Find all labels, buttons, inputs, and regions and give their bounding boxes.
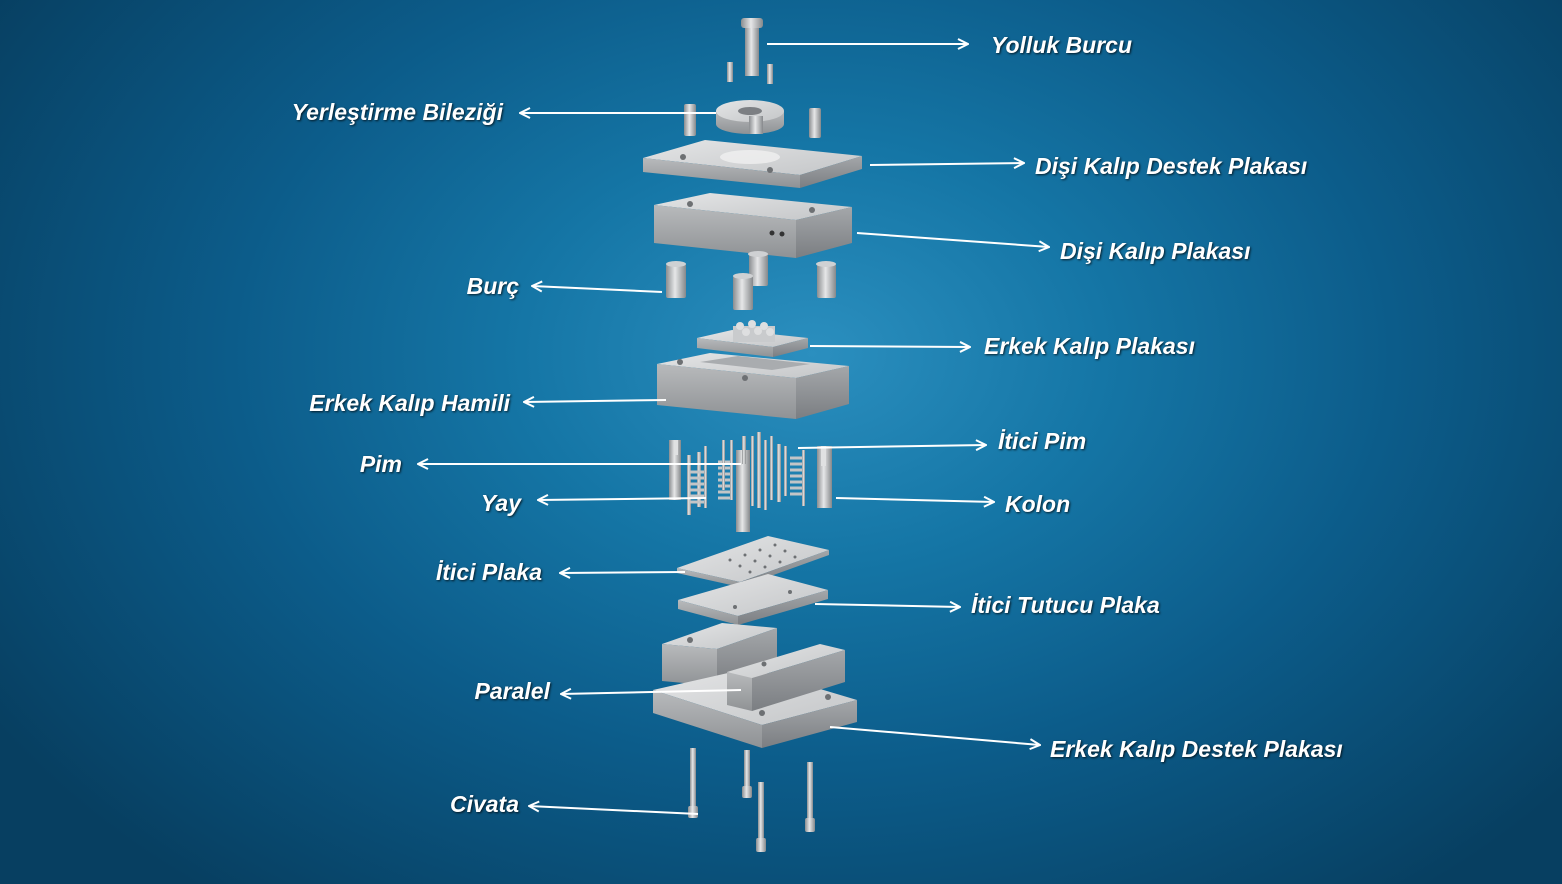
leader-arrows [418,44,1049,815]
sprue-bushing [727,18,773,84]
arrow-burc [532,286,663,293]
label-disi-kalip-destek-plakasi: Dişi Kalıp Destek Plakası [1035,153,1308,179]
arrow-itici-plaka [560,572,686,573]
arrow-itici-tutucu-plaka [814,604,960,607]
arrow-itici-pim [797,445,986,448]
bolts [688,748,815,852]
bushings [666,251,836,310]
arrow-erkek-kalip-plakasi [809,346,970,347]
cavity-plate [654,193,852,258]
label-itici-plaka: İtici Plaka [435,559,542,585]
arrow-disi-kalip-plakasi [856,232,1049,247]
cavity-support-plate [643,140,862,188]
label-kolon: Kolon [1005,491,1071,517]
label-erkek-kalip-hamili: Erkek Kalıp Hamili [309,390,510,416]
core-holder-plate [657,353,849,419]
label-paralel: Paralel [474,678,550,704]
label-yay: Yay [480,490,521,516]
label-itici-pim: İtici Pim [998,428,1087,454]
arrow-erkek-kalip-hamili [524,400,667,402]
locating-ring [684,100,821,138]
core-plate [697,320,808,357]
label-yolluk-burcu: Yolluk Burcu [991,32,1132,58]
arrow-yay [538,498,707,500]
label-burc: Burç [466,273,519,299]
label-civata: Civata [449,791,519,817]
label-yerlestirme-bilezigi: Yerleştirme Bileziği [291,99,503,125]
ejector-retainer-plate [678,574,828,625]
core-support-plate [653,644,857,748]
label-itici-tutucu-plaka: İtici Tutucu Plaka [971,592,1160,618]
label-erkek-kalip-destek-plakasi: Erkek Kalıp Destek Plakası [1050,736,1343,762]
arrow-paralel [561,690,742,694]
arrow-kolon [835,498,994,502]
arrow-erkek-kalip-destek [829,726,1040,745]
label-erkek-kalip-plakasi: Erkek Kalıp Plakası [984,333,1195,359]
label-pim: Pim [359,451,402,477]
ejector-pins-springs-columns [669,432,832,532]
label-disi-kalip-plakasi: Dişi Kalıp Plakası [1060,238,1251,264]
arrow-civata [529,806,699,815]
arrow-disi-kalip-destek [869,163,1024,165]
